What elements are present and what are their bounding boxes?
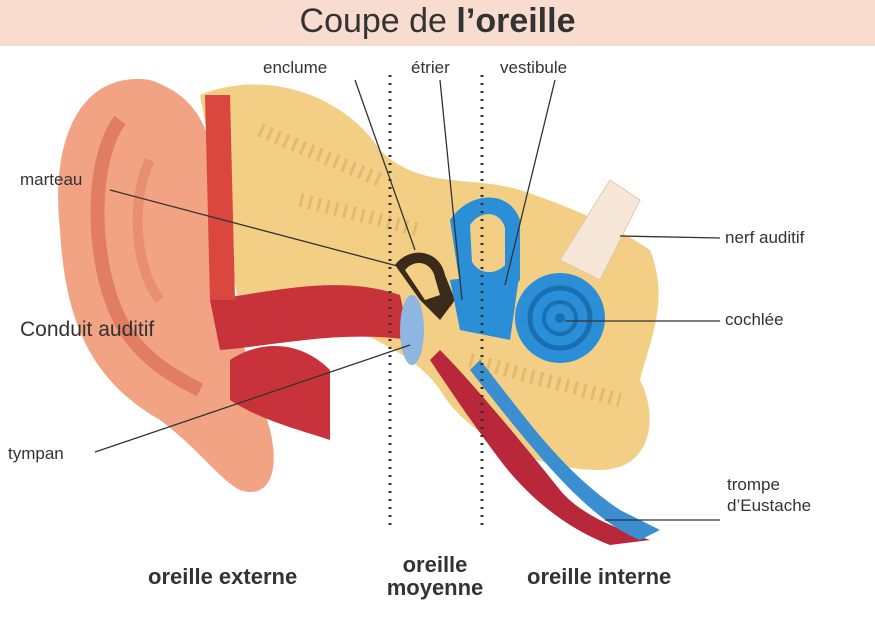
auditory-nerve (559, 179, 641, 281)
eustachian-tube (430, 350, 650, 545)
label-marteau: marteau (20, 170, 83, 189)
label-cochlee: cochlée (725, 310, 784, 329)
pinna-fold (90, 115, 204, 397)
bone-texture (257, 123, 622, 407)
label-etrier: étrier (411, 58, 450, 77)
title-bar (0, 0, 875, 46)
section-moyenne-line2: moyenne (386, 575, 484, 600)
canals-inner (470, 214, 505, 273)
pinna (58, 79, 274, 492)
ossicles-fill (405, 263, 440, 300)
pinna-inner (132, 157, 165, 304)
label-enclume: enclume (263, 58, 328, 77)
canal-wall (205, 95, 235, 300)
title-text: Coupe de (299, 2, 457, 40)
label-vestibule: vestibule (500, 58, 568, 77)
canal-lower (230, 346, 330, 440)
label-trompe-line1: trompe (727, 475, 780, 494)
leader-lines (94, 79, 721, 521)
label-tympan: tympan (8, 444, 64, 463)
label-nerf-auditif: nerf auditif (725, 228, 805, 247)
tympanic-membrane (400, 295, 424, 365)
section-oreille-interne: oreille interne (527, 564, 672, 589)
tube-blue (470, 360, 660, 540)
section-oreille-externe: oreille externe (148, 564, 298, 589)
section-moyenne-line1: oreille (402, 552, 468, 577)
title-emphasis: l’oreille (456, 2, 576, 40)
vestibule-shape (450, 270, 520, 340)
label-conduit-auditif: Conduit auditif (20, 318, 155, 341)
diagram-title: Coupe de l’oreille (0, 2, 875, 41)
label-trompe-line2: d’Eustache (727, 496, 812, 515)
ear-canal (210, 285, 410, 350)
label-trompe-eustache: trompe d’Eustache (727, 474, 811, 516)
